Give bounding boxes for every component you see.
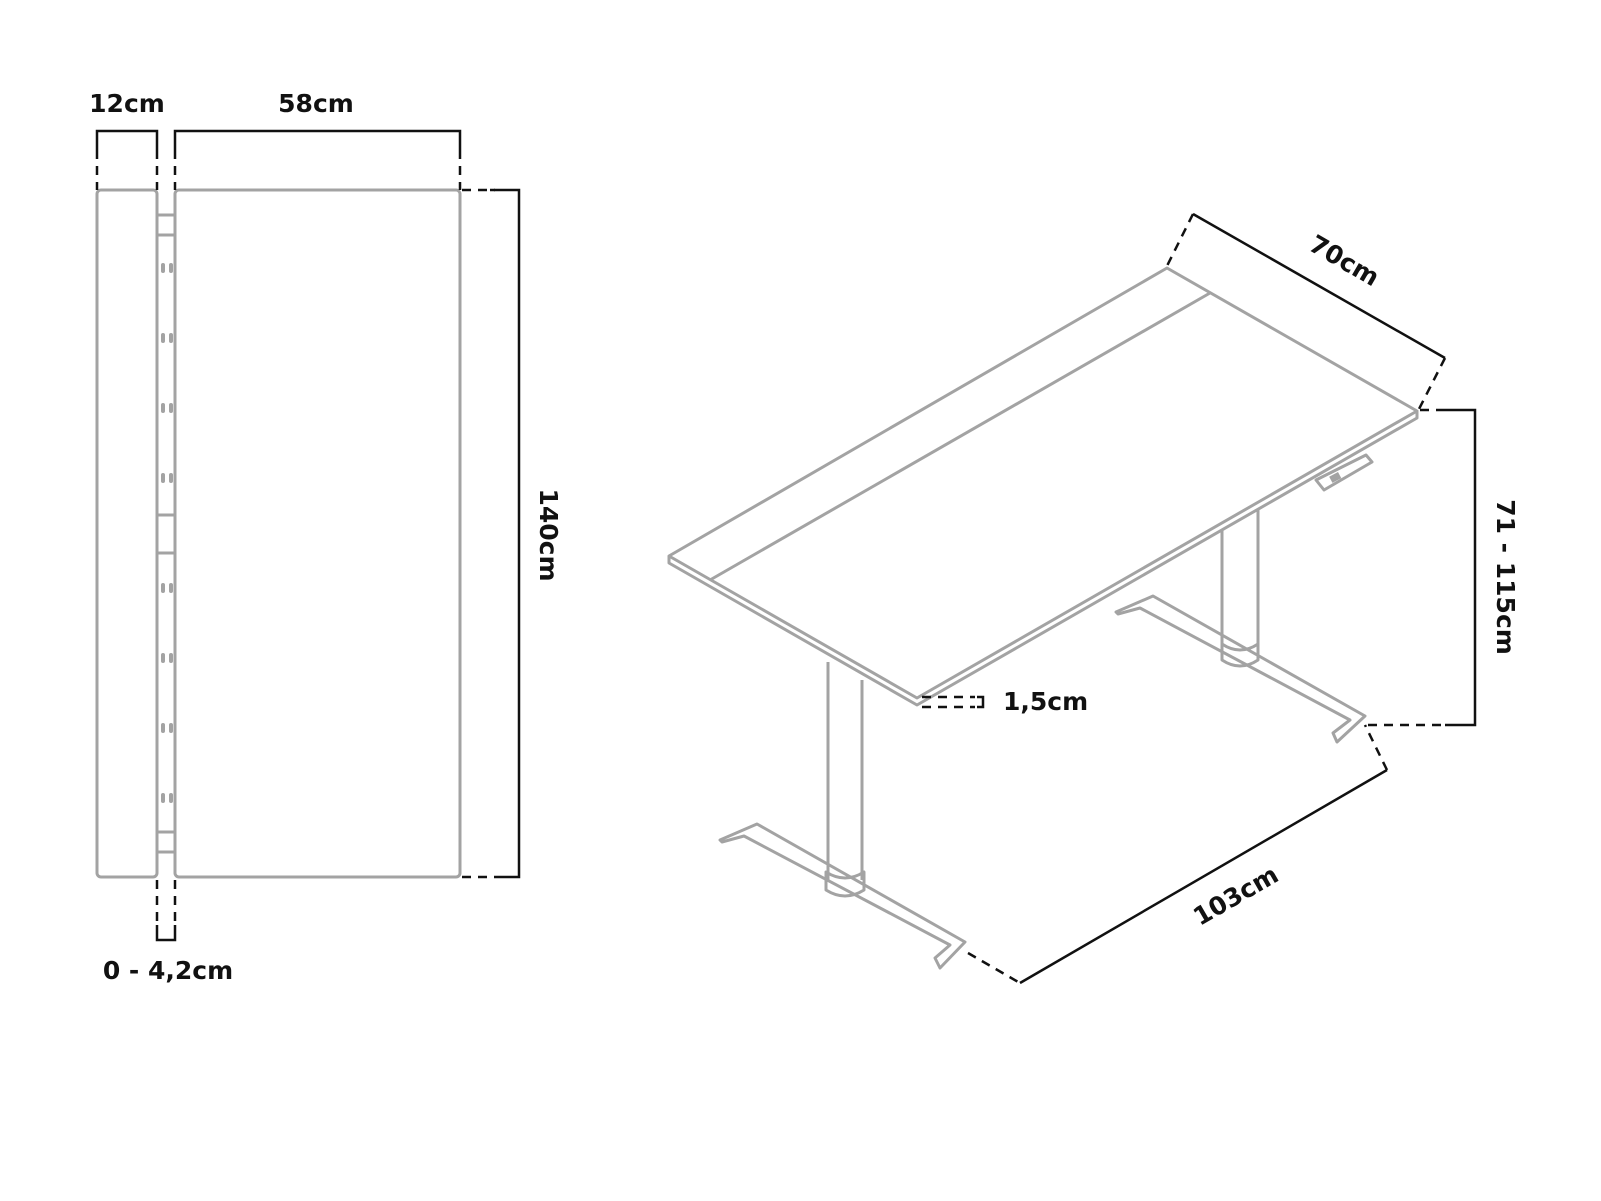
connector-slot xyxy=(161,723,165,733)
perspective-view: 70cm 71 - 115cm 1,5cm 103cm xyxy=(667,212,1520,985)
connector-slot xyxy=(169,403,173,413)
label-gap: 0 - 4,2cm xyxy=(103,956,233,985)
label-length: 140cm xyxy=(534,488,563,581)
connector-slot xyxy=(169,263,173,273)
dimension-width: 103cm xyxy=(967,724,1389,985)
dimension-main-depth: 58cm xyxy=(173,89,462,190)
label-height-range: 71 - 115cm xyxy=(1491,499,1520,655)
connector-slot xyxy=(161,473,165,483)
return-panel xyxy=(95,188,159,879)
dimension-depth: 70cm xyxy=(1165,212,1447,410)
connector-slot xyxy=(161,403,165,413)
connector-slot xyxy=(169,653,173,663)
label-main-depth: 58cm xyxy=(278,89,354,118)
dimension-gap: 0 - 4,2cm xyxy=(103,880,233,985)
desk-legs xyxy=(718,510,1367,970)
connector-strip xyxy=(155,213,177,854)
connector-slot xyxy=(161,333,165,343)
dimension-height: 71 - 115cm xyxy=(1368,408,1520,727)
connector-slot xyxy=(169,723,173,733)
label-depth: 70cm xyxy=(1304,229,1384,292)
control-panel xyxy=(1314,453,1374,492)
connector-slot xyxy=(161,653,165,663)
connector-slot xyxy=(169,583,173,593)
dimension-length: 140cm xyxy=(462,188,563,879)
connector-slot xyxy=(169,473,173,483)
top-view: 12cm 58cm 140cm 0 - 4,2cm xyxy=(89,89,563,985)
label-width: 103cm xyxy=(1188,860,1283,932)
main-panel xyxy=(173,188,462,879)
label-return-width: 12cm xyxy=(89,89,165,118)
label-thickness: 1,5cm xyxy=(1003,687,1088,716)
desktop xyxy=(667,266,1419,707)
connector-slot xyxy=(169,333,173,343)
connector-slot xyxy=(161,263,165,273)
connector-slot xyxy=(169,793,173,803)
connector-slot xyxy=(161,583,165,593)
dimension-thickness: 1,5cm xyxy=(922,687,1088,716)
connector-slot xyxy=(161,793,165,803)
dimension-return-width: 12cm xyxy=(89,89,165,190)
